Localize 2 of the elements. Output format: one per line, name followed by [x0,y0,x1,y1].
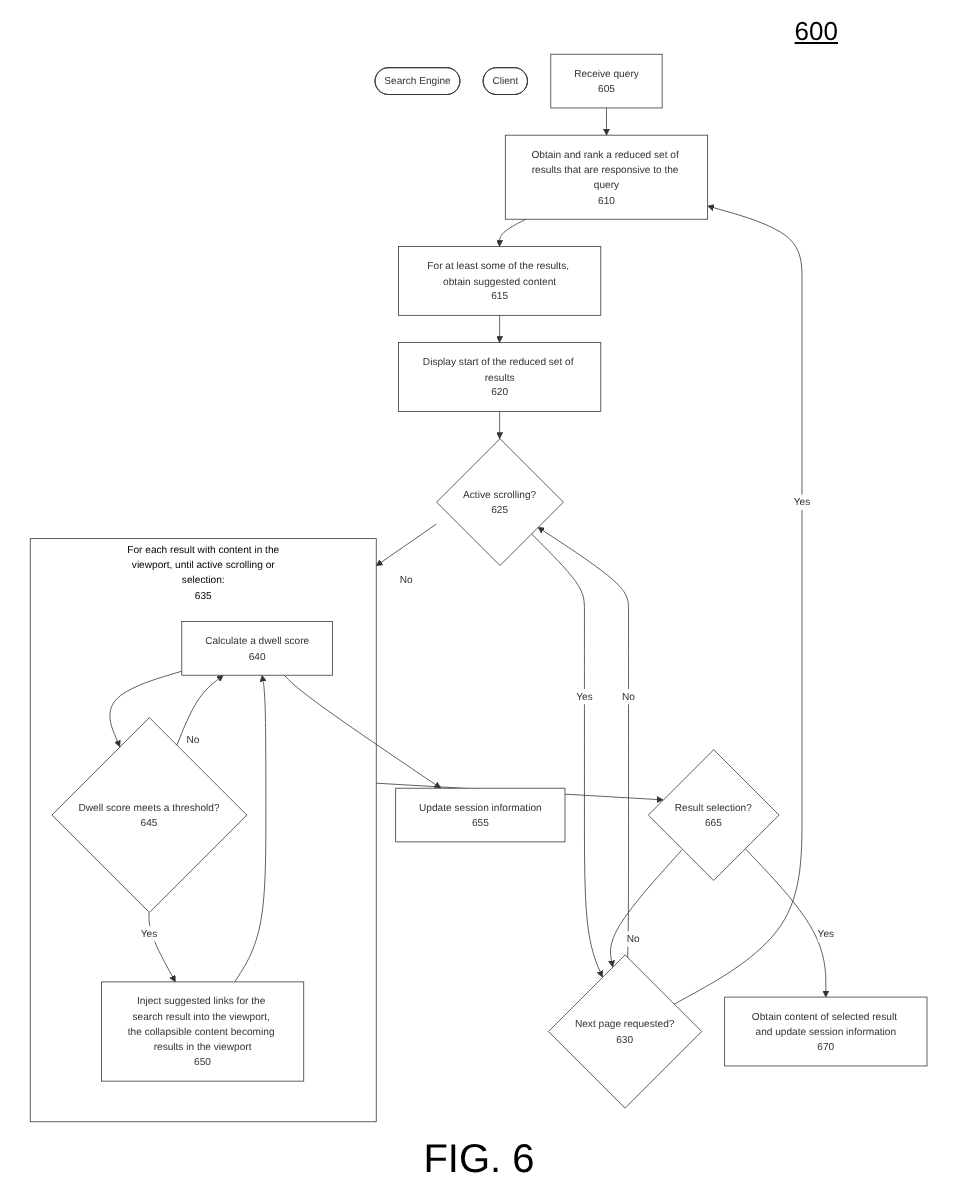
figure-caption: FIG. 6 [421,1138,537,1184]
figure-number: 600 [794,16,838,46]
